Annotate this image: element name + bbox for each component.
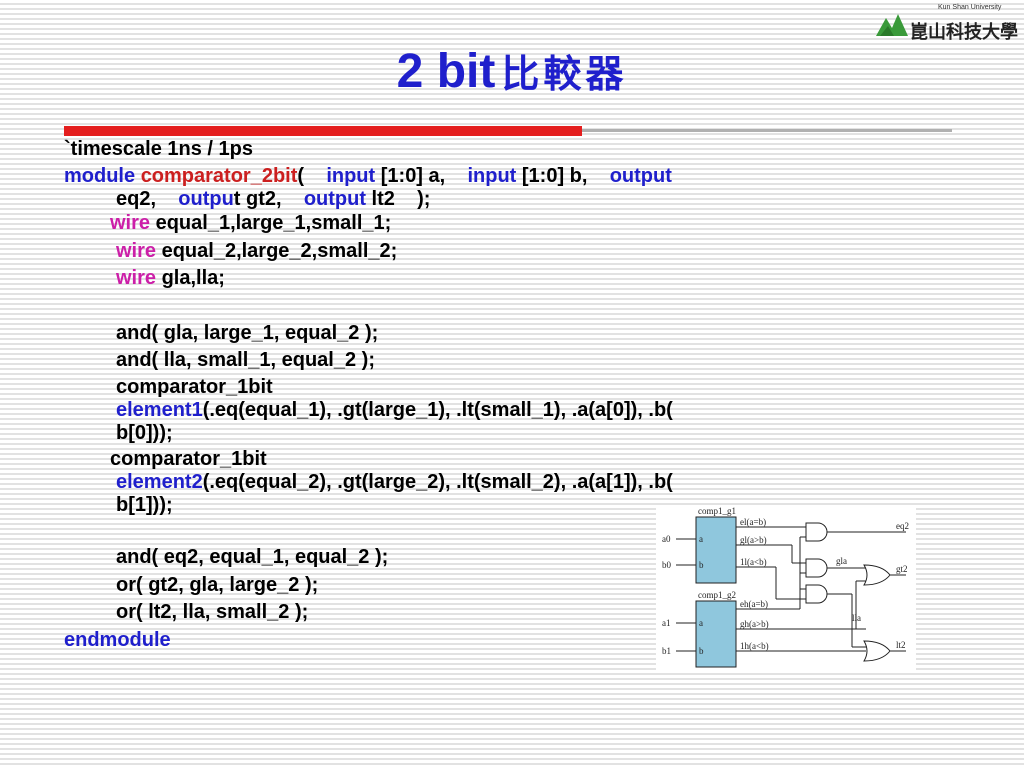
- comp2-type-text: comparator_1bit: [110, 448, 267, 470]
- port-gt2: t gt2,: [233, 188, 282, 210]
- logo-english-text: Kun Shan University: [938, 4, 1002, 11]
- code-line-comp1-tail: b[0]));: [116, 422, 173, 445]
- and1-text: and( gla, large_1, equal_2 );: [116, 322, 379, 344]
- code-line-wire3: wire gla,lla;: [116, 267, 225, 290]
- input-keyword: input: [326, 165, 376, 187]
- slide-title-cjk: 比較器: [501, 52, 628, 96]
- or-gate-gt2: [863, 564, 891, 586]
- code-line-comp2-tail: b[1]));: [116, 494, 173, 517]
- university-logo: Kun Shan University 崑山科技大學: [870, 4, 1020, 44]
- code-line-ports: eq2, output gt2, output lt2 );: [116, 188, 430, 211]
- and2-text: and( lla, small_1, equal_2 );: [116, 349, 375, 371]
- input-keyword-2: input: [467, 165, 517, 187]
- wire1-text: equal_1,large_1,small_1;: [150, 212, 392, 234]
- block2-port-a: a: [699, 618, 703, 628]
- port-lt2: lt2: [366, 188, 395, 210]
- or2-text: or( lt2, lla, small_2 );: [116, 601, 309, 623]
- port-close: );: [417, 188, 431, 210]
- port-a: [1:0] a,: [375, 165, 446, 187]
- port-eq2: eq2,: [116, 188, 157, 210]
- code-line-module: module comparator_2bit( input [1:0] a, i…: [64, 165, 672, 188]
- title-rule-red: [64, 126, 582, 136]
- block2-out-eq: eh(a=b): [740, 599, 768, 609]
- wire-keyword-1: wire: [110, 212, 151, 234]
- comp2-ports-text: (.eq(equal_2), .gt(large_2), .lt(small_2…: [202, 471, 673, 493]
- output-gt2-label: gt2: [896, 564, 908, 574]
- comp1-ports-text: (.eq(equal_1), .gt(large_1), .lt(small_1…: [202, 399, 673, 421]
- timescale-text: `timescale 1ns / 1ps: [64, 138, 253, 160]
- and3-text: and( eq2, equal_1, equal_2 );: [116, 546, 389, 568]
- output-keyword: output: [609, 165, 672, 187]
- block2-out-lt: 1h(a<b): [740, 641, 769, 651]
- endmodule-keyword: endmodule: [64, 629, 171, 651]
- logo-emblem-icon: [876, 14, 908, 36]
- signal-lla-label: lla: [852, 613, 861, 623]
- code-line-endmodule: endmodule: [64, 629, 171, 652]
- code-line-or2: or( lt2, lla, small_2 );: [116, 601, 308, 624]
- code-line-wire2: wire equal_2,large_2,small_2;: [116, 240, 397, 263]
- module-name: comparator_2bit: [140, 165, 298, 187]
- code-line-and2: and( lla, small_1, equal_2 );: [116, 349, 375, 372]
- block1-port-a: a: [699, 534, 703, 544]
- logo-chinese-text: 崑山科技大學: [910, 22, 1018, 43]
- wire2-text: equal_2,large_2,small_2;: [156, 240, 398, 262]
- input-a1-label: a1: [662, 618, 671, 628]
- block1-label: comp1_g1: [698, 506, 736, 516]
- module-paren-open: (: [297, 165, 305, 187]
- signal-gla-label: gla: [836, 556, 847, 566]
- title-rule-gray: [582, 129, 952, 132]
- code-line-wire1: wire equal_1,large_1,small_1;: [110, 212, 391, 235]
- circuit-diagram: comp1_g1 comp1_g2 a0 b0 a1 b1 a b a b el…: [656, 505, 916, 670]
- slide-title-main: 2 bit: [396, 45, 496, 98]
- block1-out-gt: gl(a>b): [740, 535, 767, 545]
- port-b: [1:0] b,: [516, 165, 588, 187]
- comparator-block-1: [695, 516, 737, 584]
- block1-out-lt: 1l(a<b): [740, 557, 767, 567]
- comp1-type-text: comparator_1bit: [116, 376, 273, 398]
- comp2-instance-name: element2: [116, 471, 203, 493]
- input-a0-label: a0: [662, 534, 671, 544]
- input-b1-label: b1: [662, 646, 671, 656]
- code-line-comp2-type: comparator_1bit: [110, 448, 267, 471]
- output-keyword-3: output: [303, 188, 366, 210]
- code-line-comp1-type: comparator_1bit: [116, 376, 273, 399]
- circuit-diagram-svg: comp1_g1 comp1_g2 a0 b0 a1 b1 a b a b el…: [662, 506, 909, 668]
- module-keyword: module: [64, 165, 136, 187]
- output-lt2-label: lt2: [896, 640, 906, 650]
- comp1-tail-text: b[0]));: [116, 422, 173, 444]
- comp1-instance-name: element1: [116, 399, 203, 421]
- code-line-comp2-inst: element2(.eq(equal_2), .gt(large_2), .lt…: [116, 471, 673, 494]
- comparator-block-2: [695, 600, 737, 668]
- block2-out-gt: gh(a>b): [740, 619, 769, 629]
- code-line-or1: or( gt2, gla, large_2 );: [116, 574, 318, 597]
- code-line-and1: and( gla, large_1, equal_2 );: [116, 322, 378, 345]
- wire-keyword-3: wire: [116, 267, 157, 289]
- block1-out-eq: el(a=b): [740, 517, 766, 527]
- output-eq2-label: eq2: [896, 521, 909, 531]
- code-line-and3: and( eq2, equal_1, equal_2 );: [116, 546, 388, 569]
- or1-text: or( gt2, gla, large_2 );: [116, 574, 319, 596]
- block1-port-b: b: [699, 560, 704, 570]
- comp2-tail-text: b[1]));: [116, 494, 173, 516]
- wire-keyword-2: wire: [116, 240, 157, 262]
- and-gate-gla: [805, 558, 828, 578]
- and-gate-lla: [805, 584, 828, 604]
- code-line-comp1-inst: element1(.eq(equal_1), .gt(large_1), .lt…: [116, 399, 673, 422]
- block2-label: comp1_g2: [698, 590, 736, 600]
- output-keyword-2: outpu: [178, 188, 234, 210]
- code-line-timescale: `timescale 1ns / 1ps: [64, 138, 253, 161]
- or-gate-lt2: [863, 640, 891, 662]
- input-b0-label: b0: [662, 560, 672, 570]
- block2-port-b: b: [699, 646, 704, 656]
- and-gate-eq2: [805, 522, 828, 542]
- wire3-text: gla,lla;: [156, 267, 225, 289]
